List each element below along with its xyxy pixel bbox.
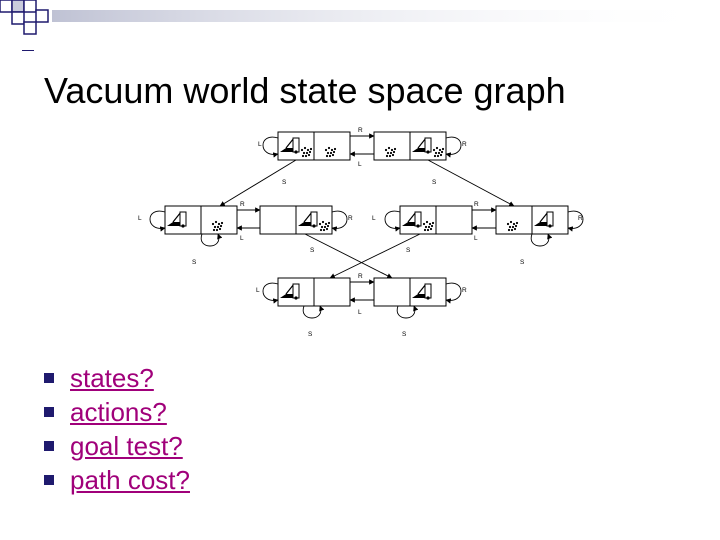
state-node-s4: [259, 205, 333, 235]
self-loop-edge: [445, 282, 462, 304]
edge-label: L: [138, 215, 142, 222]
edge-label: R: [462, 287, 467, 294]
edge-label: R: [358, 127, 363, 134]
edge-label: R: [578, 215, 583, 222]
self-loop-edge: [262, 282, 279, 304]
decor-square: [23, 0, 37, 13]
edge-label: S: [432, 179, 437, 186]
graph-edge-labels: R L L R S S R L L R S R L L R S S S R L L R S S: [138, 127, 583, 338]
square-bullet-icon: [44, 373, 54, 383]
self-loop-edge: [200, 233, 223, 247]
edge-label: R: [462, 141, 467, 148]
transition-edge: [329, 233, 421, 279]
self-loop-edge: [396, 305, 419, 319]
dirt-icon: [211, 220, 224, 232]
vacuum-icon: [298, 211, 318, 228]
edge-label: L: [372, 215, 376, 222]
slide-title: Vacuum world state space graph: [44, 70, 566, 111]
dirt-icon: [324, 146, 337, 158]
state-node-s6: [495, 205, 569, 235]
vacuum-icon: [280, 137, 300, 154]
square-bullet-icon: [44, 407, 54, 417]
square-bullet-icon: [44, 475, 54, 485]
dirt-icon: [384, 146, 397, 158]
self-loop-edge: [384, 210, 401, 232]
graph-edges: [149, 133, 584, 319]
transition-edge: [304, 233, 393, 279]
edge-label: R: [348, 215, 353, 222]
dirt-icon: [318, 220, 331, 232]
edge-label: R: [358, 273, 363, 280]
decor-fade-bar: [52, 10, 720, 22]
vacuum-icon: [280, 283, 300, 300]
state-node-s8: [373, 277, 447, 307]
state-node-s5: [399, 205, 473, 235]
self-loop-edge: [567, 210, 584, 232]
vacuum-icon: [534, 211, 554, 228]
self-loop-edge: [302, 305, 325, 319]
edge-label: L: [256, 287, 260, 294]
transition-edge: [427, 159, 515, 207]
edge-label: S: [310, 247, 315, 254]
states-question: states?: [70, 363, 154, 393]
square-bullet-icon: [44, 441, 54, 451]
edge-label: S: [406, 247, 411, 254]
state-node-s3: [164, 205, 238, 235]
vacuum-icon: [167, 211, 187, 228]
self-loop-edge: [262, 136, 279, 158]
self-loop-edge: [331, 210, 348, 232]
edge-label: S: [282, 179, 287, 186]
dirt-icon: [300, 146, 313, 158]
self-loop-edge: [445, 136, 462, 158]
transition-edge: [219, 159, 297, 207]
edge-label: L: [474, 235, 478, 242]
edge-label: L: [358, 309, 362, 316]
decor-square: [11, 11, 25, 25]
state-node-s2: [373, 131, 447, 161]
vacuum-icon: [412, 137, 432, 154]
vacuum-icon: [402, 211, 422, 228]
edge-label: R: [240, 201, 245, 208]
dirt-icon: [506, 220, 519, 232]
vacuum-icon: [412, 283, 432, 300]
edge-label: S: [308, 331, 313, 338]
state-space-graph: R L L R S S R L L R S R L L R S S S R L L R S S: [138, 127, 584, 338]
dirt-icon: [432, 146, 445, 158]
goal-test-question: goal test?: [70, 431, 183, 461]
list-item: path cost?: [44, 463, 190, 497]
edge-label: S: [192, 259, 197, 266]
list-item: goal test?: [44, 429, 190, 463]
edge-label: L: [258, 141, 262, 148]
actions-question: actions?: [70, 397, 167, 427]
question-list: states? actions? goal test? path cost?: [44, 361, 190, 497]
decor-square: [0, 0, 13, 13]
state-node-s1: [277, 131, 351, 161]
edge-label: R: [474, 201, 479, 208]
path-cost-question: path cost?: [70, 465, 190, 495]
edge-label: S: [520, 259, 525, 266]
self-loop-edge: [530, 233, 553, 247]
edge-label: S: [402, 331, 407, 338]
edge-label: L: [358, 161, 362, 168]
graph-states: [164, 131, 569, 307]
list-item: states?: [44, 361, 190, 395]
decor-square: [35, 9, 49, 23]
self-loop-edge: [149, 210, 166, 232]
decor-square: [23, 21, 37, 35]
state-node-s7: [277, 277, 351, 307]
dirt-icon: [422, 220, 435, 232]
edge-label: L: [240, 235, 244, 242]
list-item: actions?: [44, 395, 190, 429]
decor-rule: [22, 50, 34, 51]
decor-square: [11, 0, 25, 13]
corner-decoration: [0, 0, 720, 35]
